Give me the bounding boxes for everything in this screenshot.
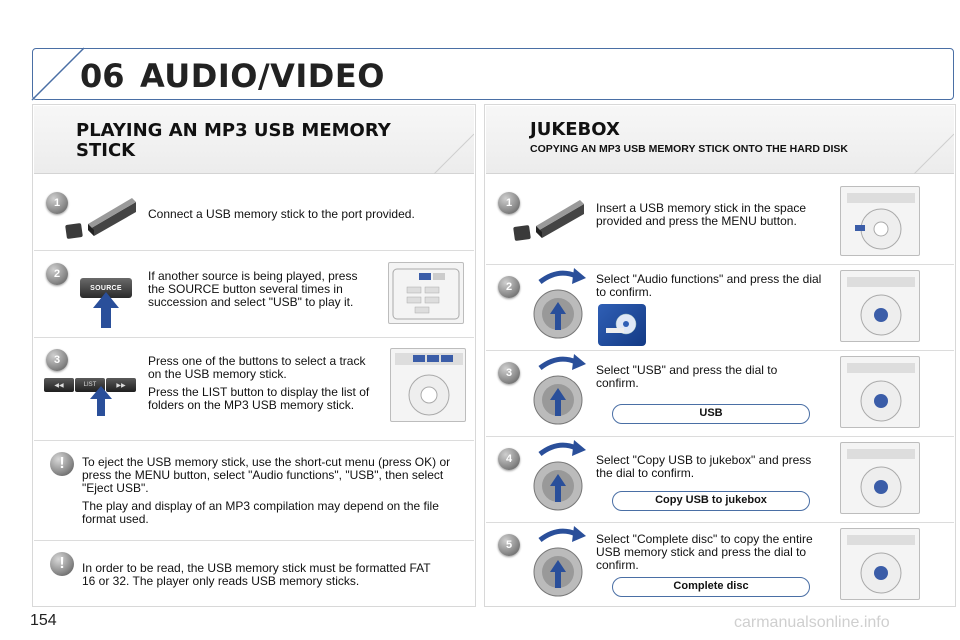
divider	[486, 350, 954, 351]
menu-option-copy-usb: Copy USB to jukebox	[612, 491, 810, 511]
press-arrow-icon	[90, 386, 112, 416]
right-section-title: JUKEBOX	[530, 119, 620, 140]
track-buttons: ◀◀ LIST ▶▶	[44, 378, 136, 392]
step-text: Press one of the buttons to select a tra…	[148, 354, 370, 412]
next-track-icon: ▶▶	[106, 378, 136, 392]
previous-track-icon: ◀◀	[44, 378, 74, 392]
warning-icon: !	[50, 452, 74, 476]
radio-panel-illustration	[840, 270, 920, 342]
step-text: Select "Copy USB to jukebox" and press t…	[596, 453, 812, 480]
warning-icon: !	[50, 552, 74, 576]
step-badge: 2	[498, 276, 520, 298]
chapter-title: AUDIO/VIDEO	[140, 57, 385, 95]
radio-panel-illustration	[840, 356, 920, 428]
divider	[34, 337, 474, 338]
step-badge: 2	[46, 263, 68, 285]
menu-option-complete-disc: Complete disc	[612, 577, 810, 597]
step-badge: 3	[46, 349, 68, 371]
dial-press-icon	[533, 354, 586, 425]
radio-panel-illustration	[390, 348, 466, 422]
step-badge: 3	[498, 362, 520, 384]
step-text: Select "Audio functions" and press the d…	[596, 272, 822, 299]
chapter-header	[32, 48, 954, 100]
right-title-block	[486, 106, 954, 174]
left-section-title: PLAYING AN MP3 USB MEMORY STICK	[76, 120, 391, 161]
dial-press-icon	[533, 268, 586, 339]
left-title-block	[34, 106, 474, 174]
divider	[486, 436, 954, 437]
step-text: Insert a USB memory stick in the space p…	[596, 201, 807, 228]
press-arrow-icon	[93, 292, 119, 328]
note-text: In order to be read, the USB memory stic…	[82, 561, 431, 588]
title-corner-decoration	[914, 133, 954, 174]
right-section-subtitle: COPYING AN MP3 USB MEMORY STICK ONTO THE…	[530, 143, 848, 155]
radio-panel-illustration	[840, 528, 920, 600]
note-text: To eject the USB memory stick, use the s…	[82, 455, 451, 526]
usb-stick-icon	[65, 198, 136, 239]
title-corner-decoration	[434, 133, 474, 174]
step-text: Select "Complete disc" to copy the entir…	[596, 532, 813, 572]
radio-panel-illustration	[840, 442, 920, 514]
step-badge: 4	[498, 448, 520, 470]
step-badge: 5	[498, 534, 520, 556]
radio-panel-illustration	[388, 262, 464, 324]
divider	[486, 522, 954, 523]
dial-press-icon	[533, 526, 586, 597]
watermark: carmanualsonline.info	[734, 614, 890, 631]
usb-stick-icon	[513, 200, 584, 241]
dial-press-icon	[533, 440, 586, 511]
chapter-number: 06	[80, 57, 125, 95]
step-text: If another source is being played, press…	[148, 269, 358, 309]
divider	[486, 264, 954, 265]
radio-panel-illustration	[840, 186, 920, 256]
list-button: LIST	[75, 378, 105, 392]
header-corner-decoration	[31, 47, 85, 101]
divider	[34, 440, 474, 441]
divider	[34, 540, 474, 541]
step-text: Connect a USB memory stick to the port p…	[148, 207, 415, 221]
divider	[34, 250, 474, 251]
step-badge: 1	[46, 192, 68, 214]
page-number: 154	[30, 612, 57, 629]
source-button: SOURCE	[80, 278, 132, 298]
step-badge: 1	[498, 192, 520, 214]
menu-option-usb: USB	[612, 404, 810, 424]
jukebox-icon	[598, 304, 646, 346]
step-text: Select "USB" and press the dial to confi…	[596, 363, 778, 390]
